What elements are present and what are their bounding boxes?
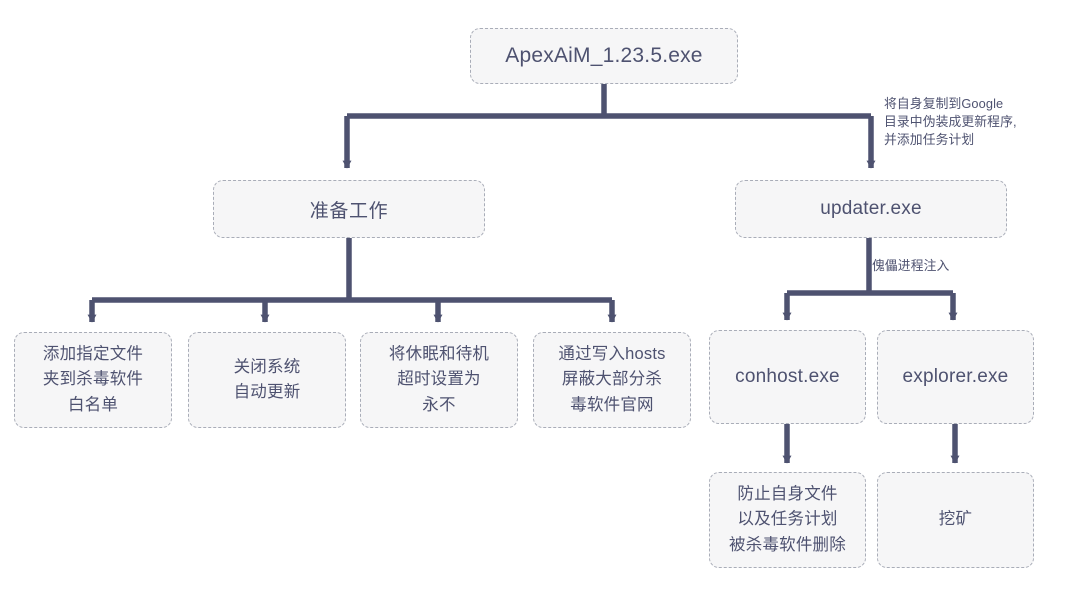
- node-prep-child-whitelist-label: 添加指定文件 夹到杀毒软件 白名单: [42, 345, 144, 414]
- node-prep-child-disable-update-label: 关闭系统 自动更新: [233, 357, 301, 401]
- node-prep-child-hosts-block[interactable]: 通过写入hosts 屏蔽大部分杀 毒软件官网: [533, 332, 691, 428]
- node-prep-child-hosts-block-label: 通过写入hosts 屏蔽大部分杀 毒软件官网: [558, 345, 666, 414]
- node-conhost-child-self-protect[interactable]: 防止自身文件 以及任务计划 被杀毒软件删除: [709, 472, 866, 568]
- node-conhost-exe[interactable]: conhost.exe: [709, 330, 866, 424]
- node-prep-child-sleep-never-label: 将休眠和待机 超时设置为 永不: [388, 345, 490, 414]
- node-preparation-label: 准备工作: [309, 200, 389, 222]
- node-updater-exe[interactable]: updater.exe: [735, 180, 1007, 238]
- node-prep-child-sleep-never[interactable]: 将休眠和待机 超时设置为 永不: [360, 332, 518, 428]
- node-root-label: ApexAiM_1.23.5.exe: [505, 44, 703, 67]
- node-preparation-stage[interactable]: 准备工作: [213, 180, 485, 238]
- node-explorer-label: explorer.exe: [902, 366, 1009, 387]
- node-updater-label: updater.exe: [820, 198, 922, 219]
- node-prep-child-whitelist[interactable]: 添加指定文件 夹到杀毒软件 白名单: [14, 332, 172, 428]
- node-prep-child-disable-update[interactable]: 关闭系统 自动更新: [188, 332, 346, 428]
- node-root-executable[interactable]: ApexAiM_1.23.5.exe: [470, 28, 738, 84]
- edge-note-copy-to-google: 将自身复制到Google 目录中伪装成更新程序, 并添加任务计划: [884, 96, 1017, 148]
- node-conhost-label: conhost.exe: [735, 366, 840, 387]
- edge-note-process-hollowing: 傀儡进程注入: [872, 258, 950, 273]
- node-explorer-child-label: 挖矿: [938, 510, 973, 529]
- node-explorer-exe[interactable]: explorer.exe: [877, 330, 1034, 424]
- node-conhost-child-label: 防止自身文件 以及任务计划 被杀毒软件删除: [729, 485, 846, 554]
- node-explorer-child-mining[interactable]: 挖矿: [877, 472, 1034, 568]
